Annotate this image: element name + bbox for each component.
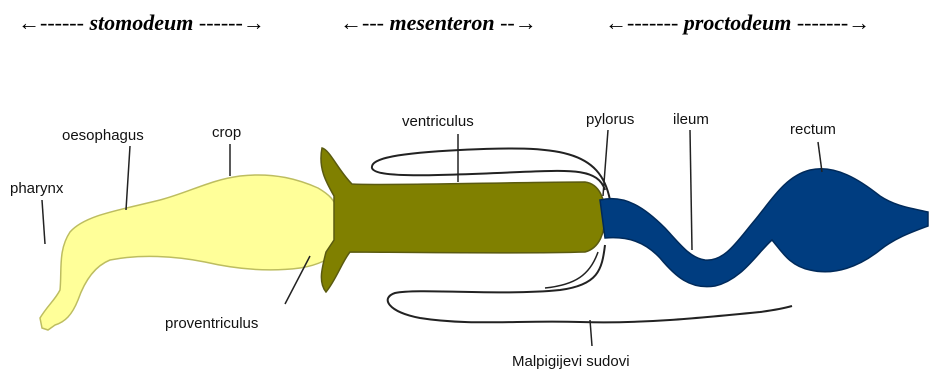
leader-malpighian	[590, 320, 592, 346]
label-oesophagus: oesophagus	[62, 127, 144, 144]
leader-oesophagus	[126, 146, 130, 210]
label-ileum: ileum	[673, 111, 709, 128]
label-ventriculus: ventriculus	[402, 113, 474, 130]
label-malpighian: Malpigijevi sudovi	[512, 353, 630, 370]
leader-pharynx	[42, 200, 45, 244]
malpighian-tubule-lower-2	[545, 252, 598, 288]
leader-rectum	[818, 142, 822, 172]
label-proventriculus: proventriculus	[165, 315, 258, 332]
label-pharynx: pharynx	[10, 180, 64, 197]
midgut-shape	[321, 148, 605, 292]
label-rectum: rectum	[790, 121, 836, 138]
label-pylorus: pylorus	[586, 111, 634, 128]
hindgut-shape	[600, 169, 928, 287]
foregut-shape	[40, 175, 338, 330]
leader-ileum	[690, 130, 692, 250]
label-crop: crop	[212, 124, 241, 141]
